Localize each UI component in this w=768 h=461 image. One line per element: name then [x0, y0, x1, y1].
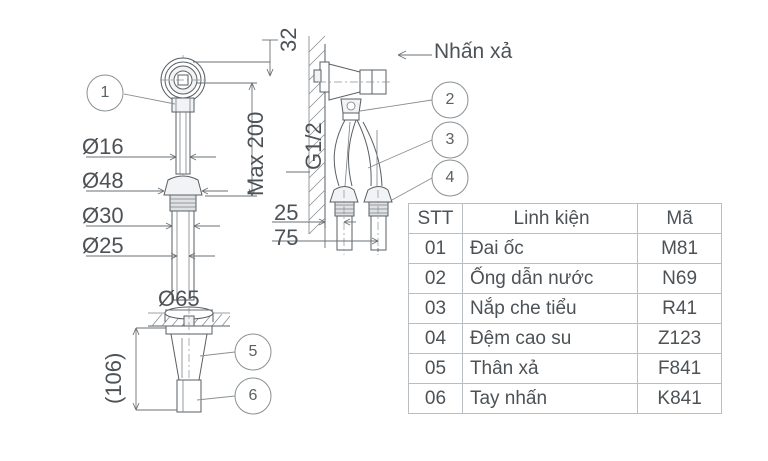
- table-row: 06 Tay nhấn K841: [408, 383, 722, 414]
- dimension-label-offset-75: 75: [274, 225, 299, 250]
- table-header-row: STT Linh kiện Mã: [408, 203, 722, 234]
- callout-number-3[interactable]: 3: [445, 131, 455, 148]
- callout-number-1[interactable]: 1: [100, 84, 110, 101]
- dimension-label-diameter-48: Ø48: [82, 168, 124, 193]
- table-row: 01 Đai ốc M81: [408, 233, 722, 264]
- cell-component: Nắp che tiểu: [461, 293, 639, 324]
- cell-component: Thân xả: [461, 353, 639, 384]
- callout-number-5[interactable]: 5: [248, 343, 258, 360]
- cell-code: Z123: [637, 323, 722, 354]
- cell-index: 04: [408, 323, 463, 354]
- cell-index: 02: [408, 263, 463, 294]
- callout-number-2[interactable]: 2: [445, 91, 455, 108]
- callout-number-6[interactable]: 6: [248, 387, 258, 404]
- cell-code: R41: [637, 293, 722, 324]
- cell-component: Ống dẫn nước: [461, 263, 639, 294]
- dimension-label-diameter-65: Ø65: [158, 286, 200, 311]
- cap-detail-geometry: [132, 306, 272, 415]
- callout-number-4[interactable]: 4: [445, 169, 455, 186]
- dimension-label-depth-106: (106): [101, 352, 126, 404]
- dimension-label-diameter-16: Ø16: [82, 134, 124, 159]
- dimension-label-thread-g12: G1/2: [301, 122, 326, 170]
- cell-code: F841: [637, 353, 722, 384]
- cell-component: Đai ốc: [461, 233, 639, 264]
- cell-index: 03: [408, 293, 463, 324]
- cell-index: 06: [408, 383, 463, 414]
- dimension-label-offset-25: 25: [274, 200, 299, 225]
- dimension-label-diameter-30: Ø30: [82, 203, 124, 228]
- header-code: Mã: [637, 203, 722, 234]
- cell-component: Tay nhấn: [461, 383, 639, 414]
- cell-code: N69: [637, 263, 722, 294]
- parts-list-table: STT Linh kiện Mã 01 Đai ốc M81 02 Ống dẫ…: [408, 203, 722, 414]
- table-row: 02 Ống dẫn nước N69: [408, 263, 722, 294]
- cell-index: 05: [408, 353, 463, 384]
- dimension-label-height-32: 32: [276, 27, 301, 52]
- table-row: 05 Thân xả F841: [408, 353, 722, 384]
- cell-component: Đệm cao su: [461, 323, 639, 354]
- dimension-label-diameter-25: Ø25: [82, 233, 124, 258]
- table-row: 04 Đệm cao su Z123: [408, 323, 722, 354]
- cell-code: K841: [637, 383, 722, 414]
- cell-code: M81: [637, 233, 722, 264]
- front-elevation-geometry: [86, 39, 278, 301]
- header-component: Linh kiện: [461, 203, 639, 234]
- table-body: 01 Đai ốc M81 02 Ống dẫn nước N69 03 Nắp…: [408, 233, 722, 414]
- cell-index: 01: [408, 233, 463, 264]
- table-row: 03 Nắp che tiểu R41: [408, 293, 722, 324]
- header-stt: STT: [408, 203, 463, 234]
- wall-mounted-side-geometry: [272, 35, 469, 255]
- note-label-nhan-xa: Nhấn xả: [434, 40, 513, 63]
- dimension-label-max-200: Max 200: [243, 111, 268, 196]
